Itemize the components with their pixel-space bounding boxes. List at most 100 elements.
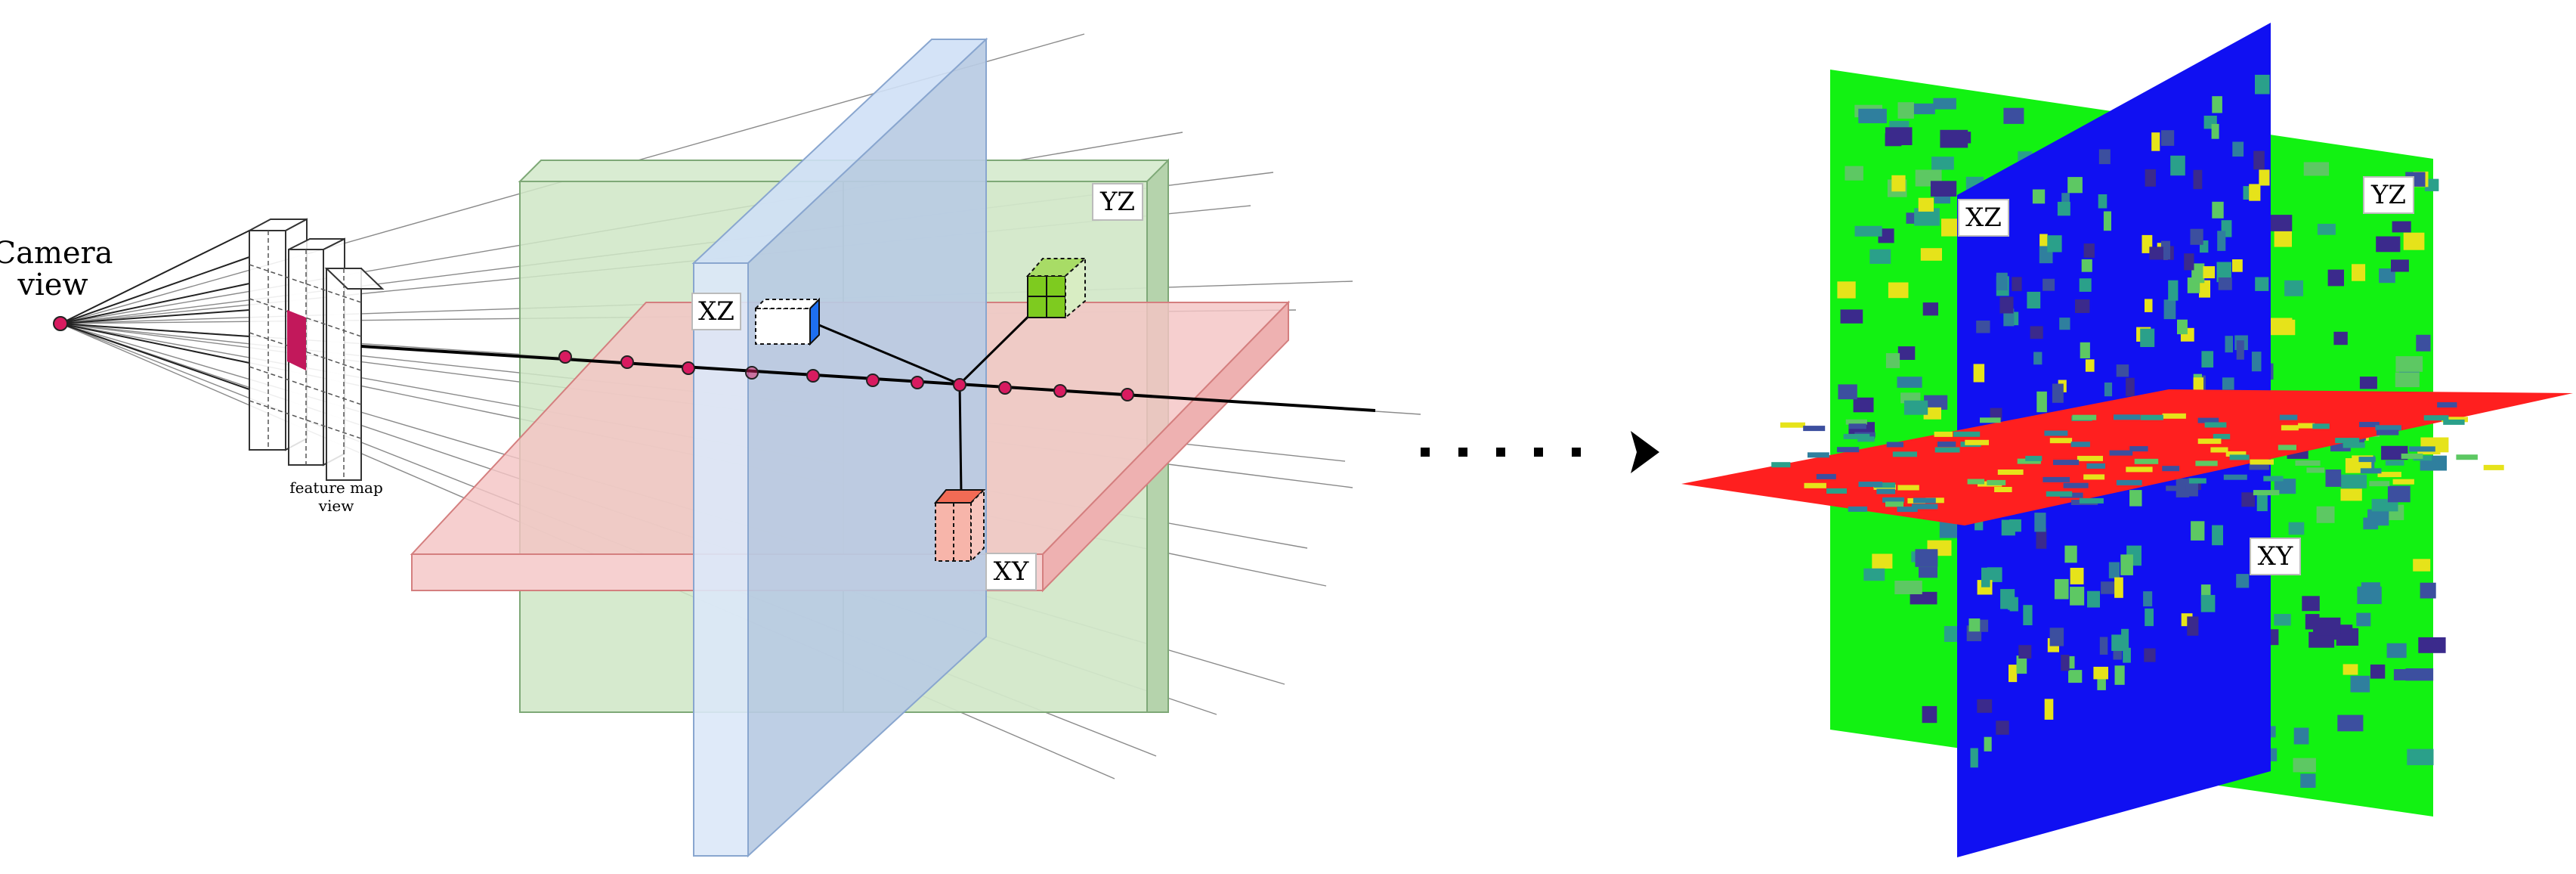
texture-cell <box>1914 208 1940 226</box>
texture-cell <box>2379 268 2395 284</box>
rendered-xz-label: XZ <box>1958 199 2009 237</box>
texture-cell <box>1973 364 1985 383</box>
sample-point <box>682 361 695 375</box>
texture-cell <box>2111 634 2124 651</box>
texture-cell <box>1857 436 1875 442</box>
sample-point <box>911 376 924 389</box>
texture-cell <box>1913 497 1936 504</box>
texture-cell <box>1845 166 1863 181</box>
texture-cell <box>2053 460 2080 466</box>
texture-cell <box>2081 259 2092 272</box>
texture-cell <box>2212 201 2224 218</box>
texture-cell <box>2187 616 2199 636</box>
texture-cell <box>2068 670 2083 683</box>
texture-cell <box>2223 474 2247 480</box>
texture-cell <box>2129 446 2148 452</box>
texture-cell <box>2079 278 2092 292</box>
texture-cell <box>2145 608 2154 627</box>
texture-cell <box>2305 614 2320 630</box>
texture-cell <box>2370 664 2386 679</box>
texture-cell <box>2381 445 2408 460</box>
texture-cell <box>2416 334 2431 352</box>
texture-cell <box>2274 479 2296 494</box>
texture-cell <box>2369 481 2390 487</box>
texture-cell <box>2437 402 2457 408</box>
yz-projected-cube <box>1025 256 1087 320</box>
texture-cell <box>2407 748 2434 766</box>
texture-cell <box>2120 554 2133 575</box>
texture-cell <box>2420 582 2436 599</box>
texture-cell <box>2391 259 2409 272</box>
texture-cell <box>1872 553 1893 569</box>
texture-cell <box>2325 470 2342 487</box>
frustum-rays <box>60 230 250 390</box>
texture-cell <box>2113 645 2122 660</box>
xy-plane-label: XY <box>985 553 1037 590</box>
texture-cell <box>1894 581 1922 594</box>
texture-cell <box>2009 665 2018 683</box>
texture-cell <box>1999 296 2014 314</box>
texture-cell <box>1863 568 1885 581</box>
texture-cell <box>2236 340 2244 360</box>
texture-cell <box>2032 189 2046 204</box>
texture-cell <box>2161 130 2175 146</box>
texture-cell <box>2097 671 2106 690</box>
texture-cell <box>2063 482 2089 488</box>
texture-cell <box>2309 631 2335 648</box>
texture-cell <box>2375 425 2401 431</box>
feature-map-label-line2: view <box>318 497 354 515</box>
arrow-head-icon <box>1625 431 1659 473</box>
texture-cell <box>1848 506 1868 512</box>
texture-cell <box>2197 417 2219 423</box>
texture-cell <box>2103 211 2111 231</box>
texture-cell <box>2099 637 2108 655</box>
texture-cell <box>2409 446 2435 452</box>
svg-text:XY: XY <box>994 556 1029 587</box>
texture-cell <box>1933 98 1956 110</box>
texture-cell <box>2256 493 2268 512</box>
texture-cell <box>1910 591 1937 605</box>
texture-cell <box>1978 619 1989 632</box>
texture-cell <box>2077 455 2103 461</box>
sample-point <box>620 355 634 369</box>
xy-projected-cube <box>933 488 986 563</box>
texture-cell <box>2086 463 2105 469</box>
texture-cell <box>2114 414 2141 420</box>
feature-map-highlight-cell <box>287 310 306 370</box>
texture-cell <box>1853 397 1874 413</box>
texture-cell <box>1919 567 1937 578</box>
texture-cell <box>2341 474 2367 488</box>
texture-cell <box>2225 451 2247 457</box>
texture-cell <box>2162 466 2180 472</box>
texture-cell <box>2036 391 2047 413</box>
texture-cell <box>1922 705 1937 724</box>
texture-cell <box>1987 567 2002 582</box>
texture-cell <box>1912 504 1938 510</box>
texture-cell <box>2177 319 2188 335</box>
texture-cell <box>1994 487 2012 492</box>
xz-projected-cube <box>753 297 821 346</box>
sample-point <box>806 369 820 383</box>
texture-cell <box>2083 243 2095 258</box>
feature-map-stack <box>249 218 385 481</box>
texture-cell <box>2098 149 2111 165</box>
texture-cell <box>2217 231 2226 251</box>
svg-text:XZ: XZ <box>698 296 734 327</box>
texture-cell <box>2249 464 2269 470</box>
texture-cell <box>2003 107 2024 124</box>
texture-cell <box>2114 577 2123 598</box>
texture-cell <box>2343 442 2365 448</box>
texture-cell <box>1892 451 1917 457</box>
texture-cell <box>2197 439 2222 445</box>
texture-cell <box>2232 141 2244 157</box>
texture-cell <box>1826 488 1847 494</box>
texture-cell <box>2145 299 2153 312</box>
texture-cell <box>2121 628 2129 649</box>
texture-cell <box>2046 491 2073 497</box>
texture-cell <box>2083 474 2105 480</box>
texture-cell <box>2210 447 2228 453</box>
texture-cell <box>1923 407 1941 420</box>
rendered-triplane-volume: XZ YZ XY <box>1681 23 2573 857</box>
texture-cell <box>1984 736 1992 752</box>
texture-cell <box>2162 413 2186 419</box>
